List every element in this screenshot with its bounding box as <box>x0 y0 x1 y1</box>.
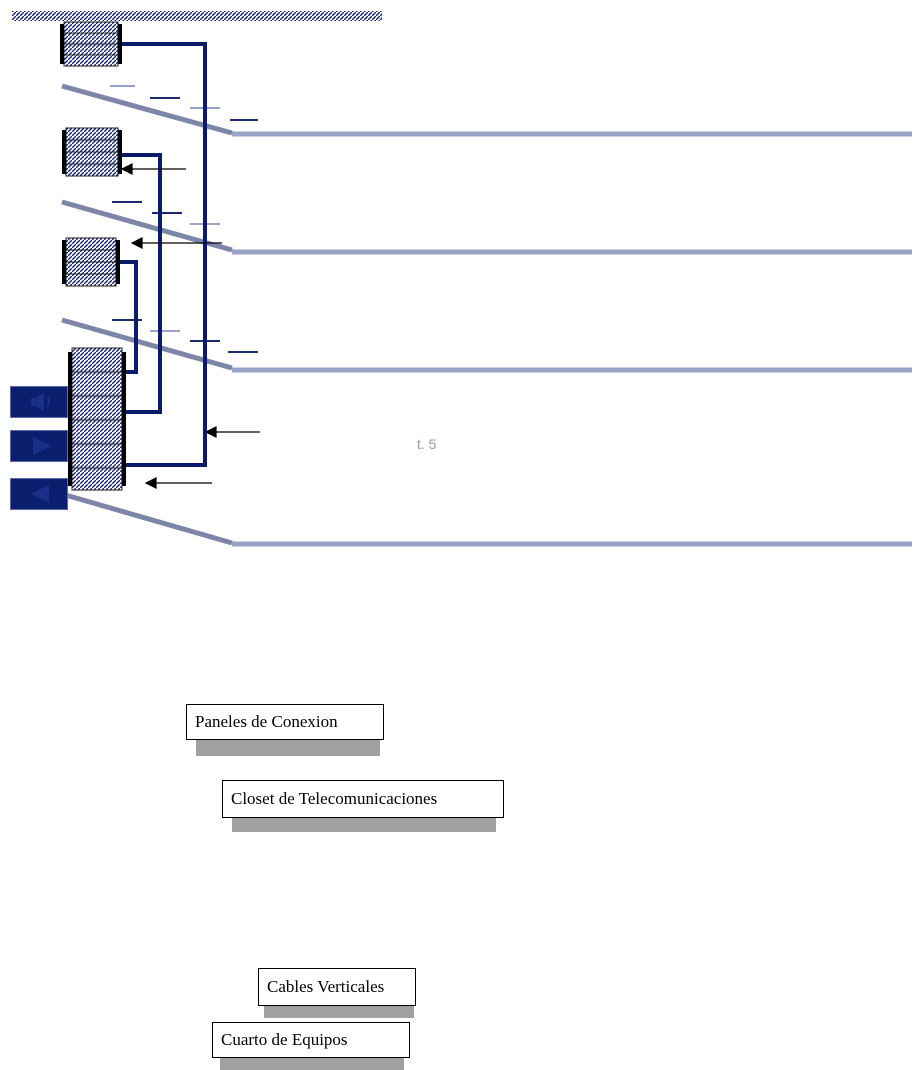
previous-slide-button[interactable] <box>10 478 68 510</box>
patch-panel-floor-3 <box>60 21 122 67</box>
diagram-canvas: Paneles de Conexion Closet de Telecomuni… <box>10 11 912 1070</box>
patch-panel-floor-2 <box>62 127 122 177</box>
floor-slab-0 <box>61 491 233 546</box>
play-next-icon <box>33 437 51 455</box>
floor-slabs <box>61 83 912 547</box>
callout-arrows <box>120 163 260 489</box>
building-diagram <box>12 11 912 547</box>
play-previous-icon <box>31 485 49 503</box>
label-patch-panels: Paneles de Conexion <box>186 704 384 740</box>
label-equipment-room: Cuarto de Equipos <box>212 1022 410 1058</box>
label-telecom-closet: Closet de Telecomunicaciones <box>222 780 504 818</box>
patch-panel-floor-1 <box>62 237 120 287</box>
sound-button[interactable] <box>10 386 68 418</box>
label-vertical-cables: Cables Verticales <box>258 968 416 1006</box>
slide-number-fragment: t. 5 <box>417 436 437 452</box>
floor-dashes <box>110 85 258 353</box>
sound-icon <box>31 392 50 412</box>
next-slide-button[interactable] <box>10 430 68 462</box>
equipment-rack <box>68 347 126 491</box>
vertical-cables <box>120 42 207 467</box>
top-hatched-bar <box>12 11 382 21</box>
